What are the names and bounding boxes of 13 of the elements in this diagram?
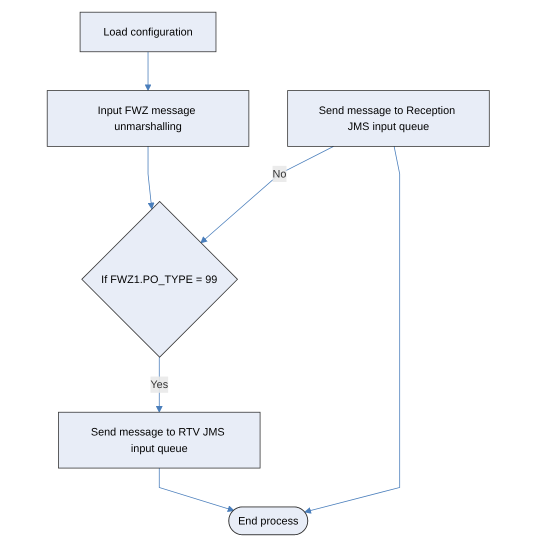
arrow: [304, 146, 400, 514]
node-box: Send message to Reception JMS input queue: [287, 90, 490, 147]
node-box: Send message to RTV JMS input queue: [58, 412, 260, 468]
arrow: [144, 51, 152, 91]
node-box: Load configuration: [79, 12, 216, 52]
edge-label: No: [272, 167, 286, 180]
node-box: Input FWZ message unmarshalling: [46, 90, 249, 147]
arrow: [158, 468, 234, 512]
node-diamond: If FWZ1.PO_TYPE = 99: [81, 200, 238, 358]
edge-label: Yes: [150, 378, 168, 391]
arrow: [147, 146, 154, 210]
arrow: [200, 146, 334, 244]
arrow: [156, 356, 162, 413]
